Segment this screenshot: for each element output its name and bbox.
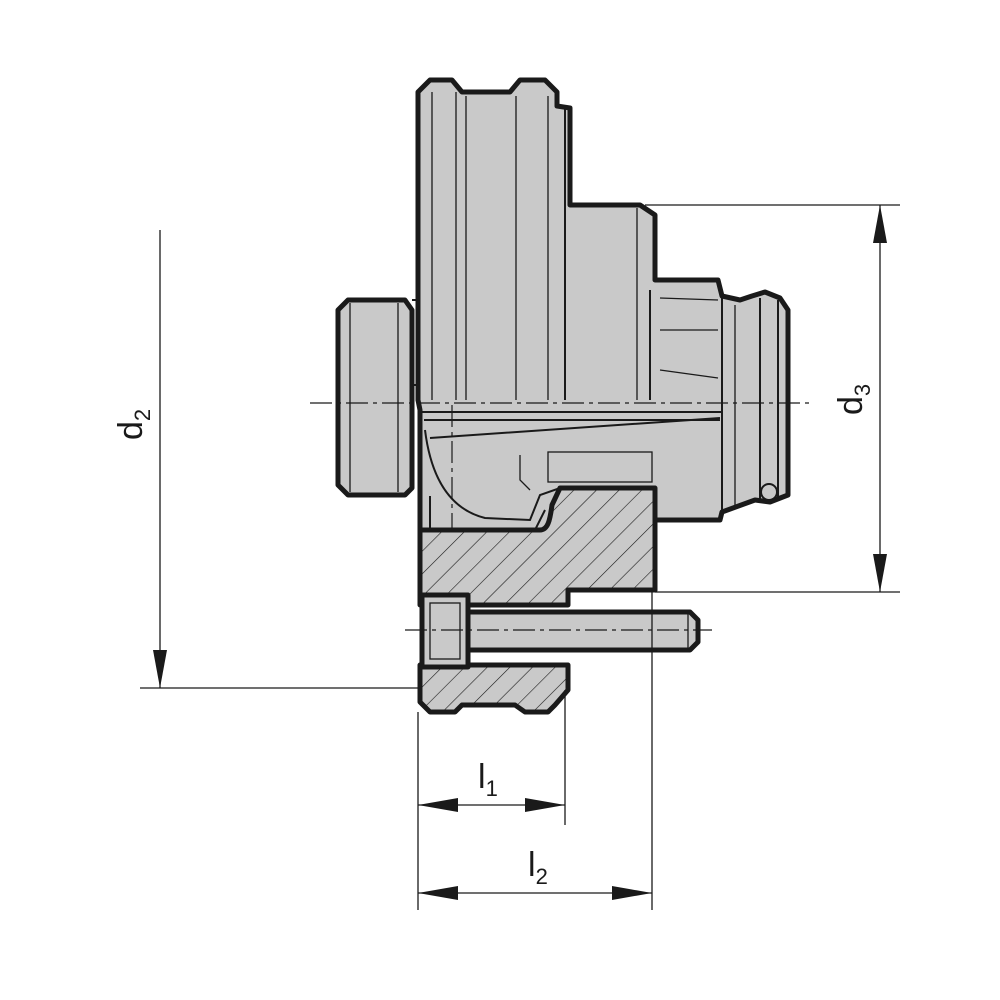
svg-text:l1: l1 [478,758,498,801]
dimension-l2: l2 [418,592,653,910]
svg-text:d2: d2 [112,409,155,440]
svg-text:d3: d3 [832,384,875,415]
dimension-d2: d2 [112,230,420,689]
dimension-l1: l1 [417,690,566,910]
sectioned-flange [417,485,658,715]
l1-label: l [478,758,486,796]
cap-screw [419,592,701,670]
adjusting-knob [335,297,415,498]
d3-subscript: 3 [850,384,875,396]
l2-subscript: 2 [536,864,548,889]
d3-label: d [832,396,870,415]
d2-subscript: 2 [130,409,155,421]
l1-subscript: 1 [486,776,498,801]
svg-text:l2: l2 [528,846,548,889]
main-body [410,77,791,606]
dimension-d3: d3 [645,204,900,593]
d2-label: d [112,421,150,440]
l2-label: l [528,846,536,884]
